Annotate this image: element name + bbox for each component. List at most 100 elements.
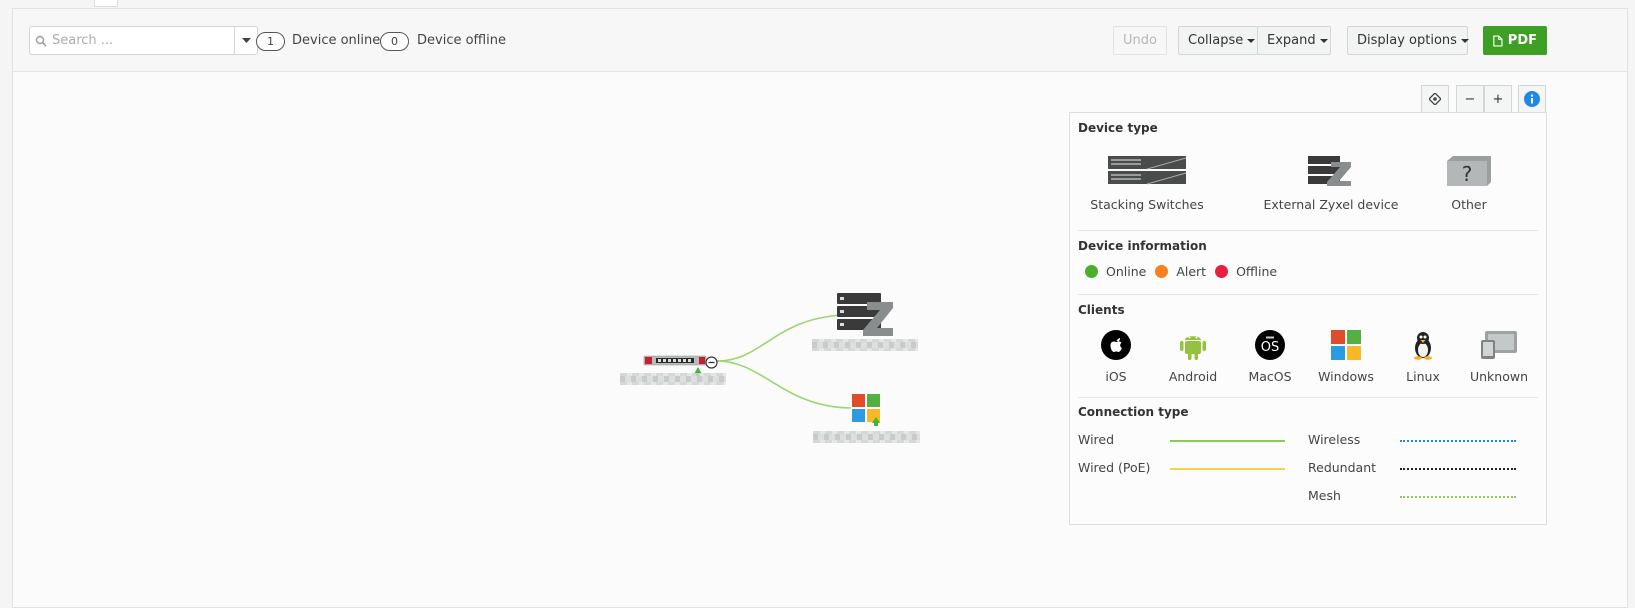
caret-down-icon: [1460, 38, 1469, 43]
caret-down-icon: [1319, 38, 1328, 43]
offline-count-badge: 0: [380, 32, 409, 51]
zyxel-device-node[interactable]: [835, 292, 897, 340]
minus-icon: −: [1464, 91, 1476, 107]
locate-icon: [1429, 93, 1441, 105]
chevron-down-icon: [241, 37, 251, 43]
offline-status-label: Offline: [1236, 264, 1278, 279]
minus-circle-icon: [705, 356, 718, 369]
legend-client-android: Android: [1155, 327, 1231, 384]
device-name-redacted: [812, 339, 918, 351]
legend-client-windows: Windows: [1308, 327, 1384, 384]
stacking-switches-label: Stacking Switches: [1090, 197, 1204, 212]
clients-heading: Clients: [1078, 303, 1125, 317]
wired-link: [716, 360, 852, 409]
legend-divider: [1078, 397, 1538, 398]
collapse-label: Collapse: [1188, 33, 1244, 48]
display-options-label: Display options: [1357, 33, 1457, 48]
wired-poe-line-sample: [1170, 468, 1285, 470]
search-box: [29, 26, 258, 55]
wired-label: Wired: [1078, 432, 1115, 447]
wireless-label: Wireless: [1308, 432, 1361, 447]
recenter-button[interactable]: [1421, 85, 1449, 113]
unknown-client-icon: [1481, 331, 1517, 359]
redundant-label: Redundant: [1308, 460, 1377, 475]
display-options-button[interactable]: Display options: [1347, 26, 1469, 55]
topology-toolbar: 1 Device online 0 Device offline Undo Co…: [13, 9, 1627, 72]
collapse-button[interactable]: Collapse: [1178, 26, 1258, 55]
search-icon: [30, 27, 52, 54]
topology-links: [716, 314, 852, 409]
windows-label: Windows: [1318, 369, 1374, 384]
legend-toggle-button[interactable]: [1518, 85, 1546, 113]
wired-line-sample: [1170, 440, 1285, 442]
zoom-out-button[interactable]: −: [1456, 85, 1484, 113]
macos-label: MacOS: [1248, 369, 1292, 384]
online-dot-icon: [1085, 265, 1098, 278]
legend-client-unknown: Unknown: [1461, 327, 1537, 384]
svg-text:OS: OS: [1261, 340, 1279, 355]
legend-client-ios: iOS: [1078, 327, 1154, 384]
status-alert: Alert: [1155, 264, 1206, 279]
device-info-heading: Device information: [1078, 239, 1207, 253]
search-input[interactable]: [52, 33, 227, 48]
pdf-button[interactable]: PDF: [1483, 26, 1547, 55]
legend-client-macos: OS MacOS: [1232, 327, 1308, 384]
info-icon: [1524, 91, 1540, 107]
linux-tux-icon: [1414, 332, 1432, 360]
android-icon: [1180, 336, 1206, 360]
expand-button[interactable]: Expand: [1257, 26, 1331, 55]
legend-stacking-switches: Stacking Switches: [1072, 155, 1222, 212]
zoom-in-button[interactable]: +: [1484, 85, 1512, 113]
stacking-switch-icon: [1108, 156, 1187, 185]
device-name-redacted: [813, 431, 920, 443]
alert-status-label: Alert: [1176, 264, 1207, 279]
legend-external-zyxel: External Zyxel device: [1256, 155, 1406, 212]
status-legend: Online Alert Offline: [1085, 264, 1286, 279]
apple-icon: [1101, 330, 1131, 360]
windows-icon: [1331, 330, 1361, 360]
collapse-node-button[interactable]: [705, 354, 718, 373]
offline-label: Device offline: [417, 33, 506, 48]
plus-icon: +: [1492, 91, 1504, 107]
wired-poe-label: Wired (PoE): [1078, 460, 1151, 475]
macos-icon: OS: [1255, 330, 1285, 360]
wireless-line-sample: [1400, 440, 1516, 442]
connection-type-heading: Connection type: [1078, 405, 1189, 419]
online-count-badge: 1: [256, 32, 285, 51]
undo-button[interactable]: Undo: [1113, 26, 1167, 55]
unknown-device-icon: ?: [1447, 156, 1491, 186]
device-type-heading: Device type: [1078, 121, 1158, 135]
redundant-line-sample: [1400, 468, 1516, 470]
offline-dot-icon: [1215, 265, 1229, 278]
online-label: Device online: [292, 33, 381, 48]
file-icon: [1493, 35, 1503, 46]
caret-down-icon: [1247, 38, 1256, 43]
windows-icon: [852, 394, 880, 426]
legend-divider: [1078, 230, 1538, 231]
other-device-label: Other: [1451, 197, 1487, 212]
search-dropdown-button[interactable]: [234, 27, 257, 54]
device-name-redacted: [620, 373, 726, 385]
status-offline: Offline: [1215, 264, 1277, 279]
svg-text:?: ?: [1462, 162, 1473, 186]
status-online: Online: [1085, 264, 1146, 279]
external-zyxel-label: External Zyxel device: [1263, 197, 1399, 212]
mesh-label: Mesh: [1308, 488, 1341, 503]
legend-other-device: ? Other: [1394, 155, 1544, 212]
linux-label: Linux: [1406, 369, 1440, 384]
unknown-label: Unknown: [1469, 369, 1529, 384]
topology-panel: 1 Device online 0 Device offline Undo Co…: [12, 8, 1628, 608]
legend-divider: [1078, 294, 1538, 295]
ios-label: iOS: [1105, 369, 1127, 384]
zyxel-device-icon: [837, 293, 893, 336]
legend-client-linux: Linux: [1385, 327, 1461, 384]
alert-dot-icon: [1155, 265, 1169, 278]
windows-client-node[interactable]: [851, 393, 883, 437]
undo-label: Undo: [1123, 33, 1157, 48]
expand-label: Expand: [1267, 33, 1316, 48]
wired-link: [716, 314, 844, 362]
zyxel-device-icon: [1308, 156, 1351, 186]
mesh-line-sample: [1400, 496, 1516, 498]
pdf-label: PDF: [1507, 33, 1537, 48]
online-status-label: Online: [1106, 264, 1147, 279]
